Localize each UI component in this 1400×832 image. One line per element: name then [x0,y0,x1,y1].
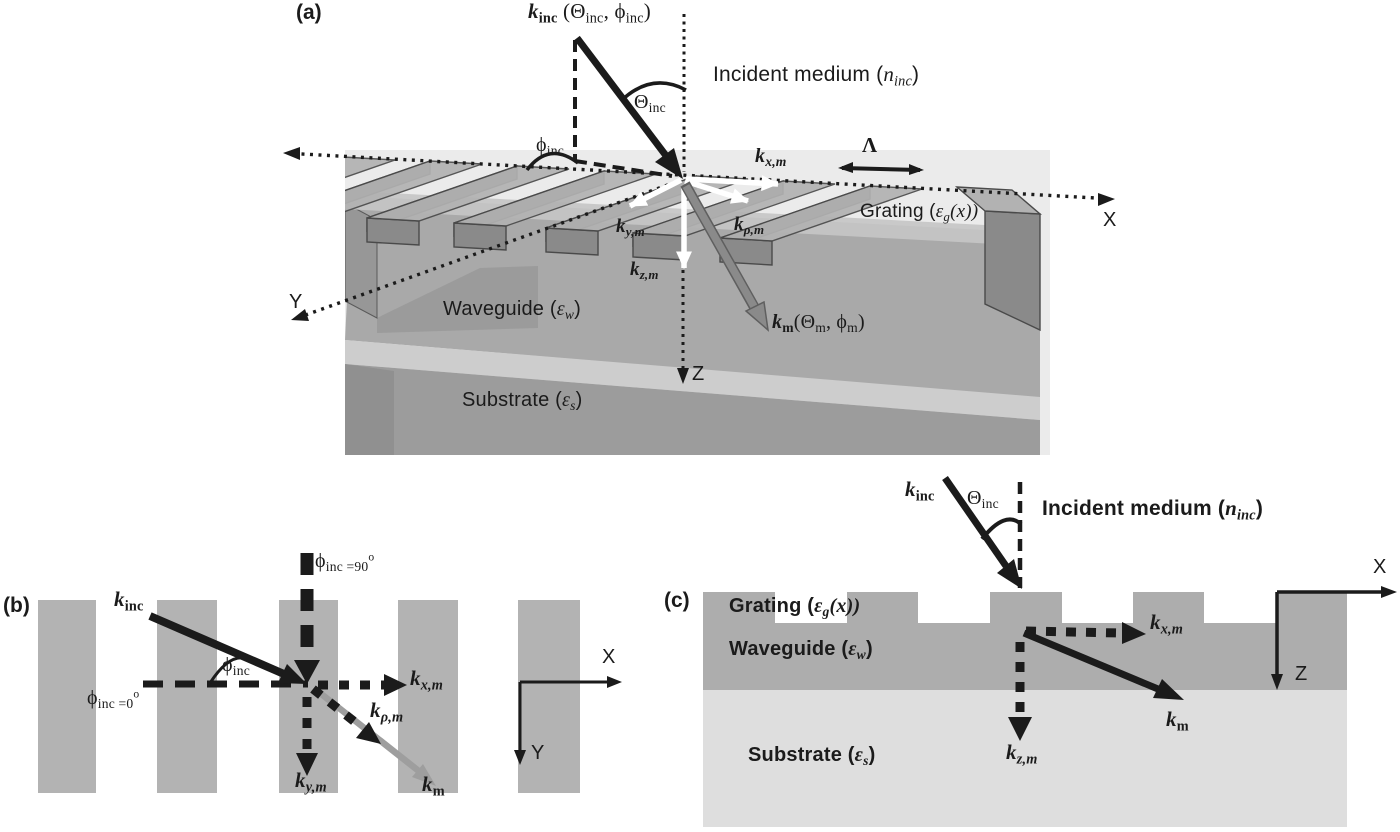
kxm-arrowhead-b [384,674,407,696]
kxm-label-c: kx,m [1150,610,1184,638]
km-label-a: km(Θm, ϕm) [772,311,865,336]
y-axis-arrowhead [291,309,309,321]
kinc-arrowhead-a [655,148,683,179]
z-axis-arrowhead [677,368,689,384]
grating-bar-top-view [38,600,96,793]
grating-bar [345,156,396,179]
period-arrow-right-head [909,164,924,175]
km-arrowhead-c [1153,679,1184,700]
phi-inc-label-b: ϕinc [222,654,250,679]
phi90-arrowhead [294,660,320,684]
kinc-label-c: kinc [905,477,935,505]
x-axis-label-c: X [1373,556,1387,578]
phi90-label-b: ϕinc =90o [315,550,375,575]
x-axis-label-b: X [602,646,616,668]
panel-b-scene [38,553,622,793]
kym-arrow-a [628,177,683,209]
km-arrow-c [1022,629,1160,693]
krhom-label-a: kρ,m [734,214,765,237]
kinc-label-b: kinc [114,587,144,615]
waveguide-label-a: Waveguide (εw) [443,298,581,323]
substrate-left-face [345,364,394,455]
x-axis-arrowhead-c [1381,586,1397,598]
substrate-label-c: Substrate (εs) [748,744,876,769]
krhom-arrowhead-b [356,722,381,744]
theta-inc-label-c: Θinc [967,487,999,512]
kym-arrowhead-b [296,753,318,776]
kxm-arrow-c [1025,626,1121,638]
z-axis-label-c: Z [1295,663,1308,685]
y-axis-label-a: Y [289,291,303,313]
km-label-c: km [1166,707,1189,735]
x-axis-arrowhead-b [607,676,622,688]
panel-a-tag: (a) [296,1,322,24]
panel-a-scene [283,14,1115,455]
kinc-arrow-c [942,476,1009,568]
kxm-arrowhead-c [1122,622,1146,644]
incident-medium-label-c: Incident medium (ninc) [1042,496,1264,524]
kxm-label-a: kx,m [755,145,787,170]
panel-c-scene [703,476,1397,827]
substrate-front [345,364,1040,455]
km-arrowhead-b [412,764,436,786]
kinc-label-a: kinc (Θinc, ϕinc) [528,0,651,27]
x-axis-left-arrowhead [283,147,300,160]
grating-bar [453,170,657,251]
y-axis-arrowhead-b [514,750,526,765]
x-axis-label-a: X [1103,209,1117,231]
theta-inc-arc-c [980,517,1023,541]
grating-label-c: Grating (εg(x)) [729,595,861,620]
period-arrow [841,166,921,172]
kzm-label-a: kz,m [630,259,659,282]
krhom-arrow-b [310,685,363,730]
km-label-b: km [422,772,445,800]
substrate-top-band [345,340,1040,420]
krhom-label-b: kρ,m [370,698,404,726]
period-label-a: Λ [862,133,878,157]
waveguide-inner-shadow [377,266,538,333]
kxm-arrow-a [685,175,780,192]
theta-inc-arc [620,81,687,102]
z-axis-arrowhead-c [1271,674,1283,690]
period-arrow-left-head [838,162,853,173]
phi-inc-arc [525,151,580,172]
kinc-arrowhead-c [997,559,1022,589]
x-axis-arrowhead [1098,193,1115,206]
kinc-arrowhead-b [278,664,307,684]
phi0-label-b: ϕinc =0o [87,687,140,712]
km-arrowhead-a [744,300,770,332]
kym-label-b: ky,m [295,768,327,796]
kzm-label-c: kz,m [1006,740,1038,768]
grating-waveguide-side-view [703,592,1347,690]
kinc-arrow-a [574,35,670,160]
y-axis-line [299,180,677,319]
grating-bar [954,186,1043,332]
km-arrow-a [682,184,760,312]
kxm-label-b: kx,m [410,666,444,694]
waveguide-body [345,196,1040,398]
incident-medium-label-a: Incident medium (ninc) [713,62,920,90]
diffracted-vectors [628,175,780,270]
kzm-arrowhead-c [1008,717,1032,741]
grating-label-a: Grating (εg(x)) [860,201,979,224]
krhom-arrow-a [684,178,750,204]
waveguide-label-c: Waveguide (εw) [729,638,873,663]
theta-inc-label-a: Θinc [634,91,666,116]
z-axis-label-a: Z [692,363,705,385]
kym-label-a: ky,m [616,216,645,239]
substrate-side-view [703,690,1347,827]
panel-b-tag: (b) [3,594,30,617]
phi-inc-label-a: ϕinc [536,134,564,159]
grating-bar-top-view [518,600,580,793]
panel-c-tag: (c) [664,589,690,612]
kinc-arrow-b [148,612,286,678]
y-axis-label-b: Y [531,742,545,764]
kinc-inplane-projection [574,159,673,178]
substrate-label-a: Substrate (εs) [462,389,583,414]
grating-bar [719,185,923,266]
grating-bar [366,165,570,246]
